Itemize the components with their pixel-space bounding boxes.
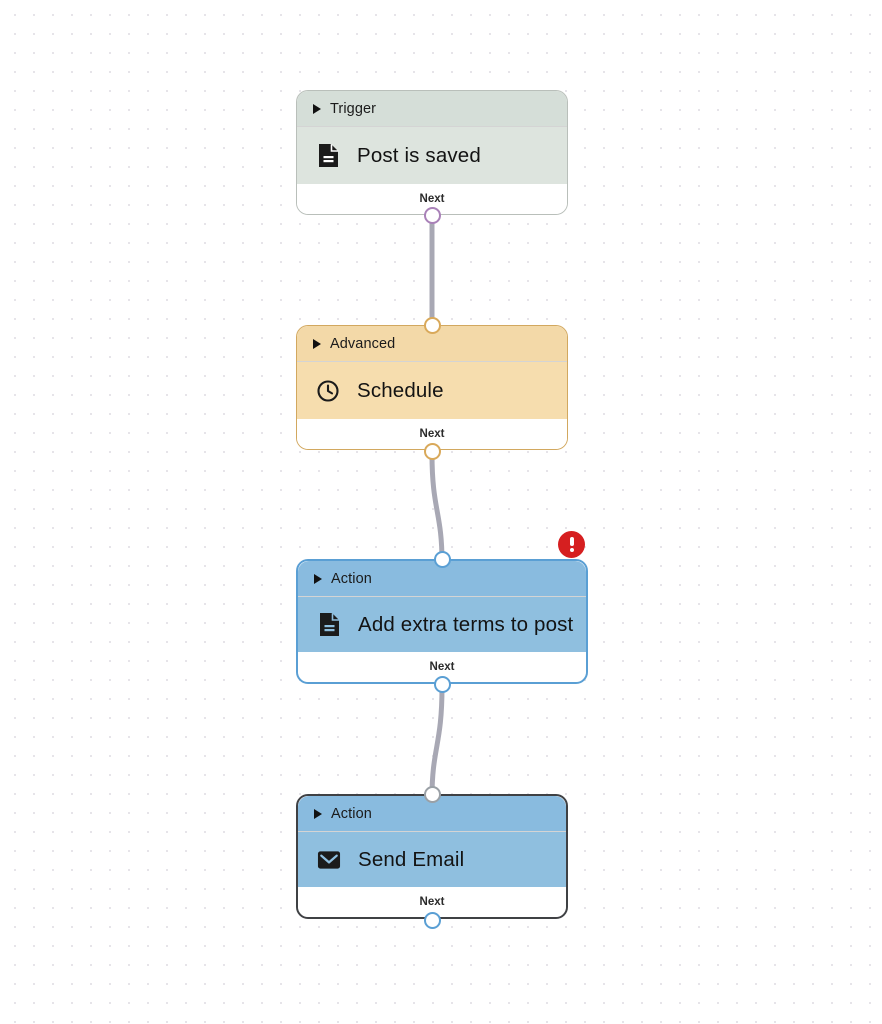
node-title: Post is saved <box>357 143 481 167</box>
envelope-icon <box>317 847 341 873</box>
collapsed-triangle-icon[interactable] <box>314 574 322 584</box>
node-category-label: Trigger <box>330 100 377 117</box>
collapsed-triangle-icon[interactable] <box>313 104 321 114</box>
edge-advanced-to-action1 <box>429 451 445 565</box>
node-divider <box>298 596 586 597</box>
node-body-trigger[interactable]: Post is saved <box>297 127 567 184</box>
document-icon <box>316 143 340 169</box>
workflow-node-action-send-email[interactable]: Action Send Email Next <box>296 794 568 919</box>
node-category-label: Action <box>331 570 372 587</box>
clock-icon <box>316 378 340 404</box>
exclamation-glyph <box>569 536 574 553</box>
port-action2-out[interactable] <box>423 911 441 929</box>
node-inner: Advanced Schedule Next <box>297 326 567 449</box>
workflow-node-trigger[interactable]: Trigger Post is saved Next <box>296 90 568 215</box>
node-divider <box>297 126 567 127</box>
node-divider <box>297 361 567 362</box>
node-body-action[interactable]: Send Email <box>298 832 566 887</box>
port-advanced-out[interactable] <box>423 442 441 460</box>
port-action1-out[interactable] <box>433 675 451 693</box>
port-action1-in[interactable] <box>433 550 451 568</box>
node-body-advanced[interactable]: Schedule <box>297 362 567 419</box>
port-advanced-in[interactable] <box>423 316 441 334</box>
port-trigger-out[interactable] <box>423 206 441 224</box>
error-exclamation-icon[interactable] <box>558 531 585 558</box>
workflow-node-action-add-extra-terms[interactable]: Action Add extra terms to post Next <box>296 559 588 684</box>
node-divider <box>298 831 566 832</box>
node-title: Send Email <box>358 847 465 871</box>
document-icon <box>317 612 341 638</box>
node-inner: Trigger Post is saved Next <box>297 91 567 214</box>
node-category-label: Action <box>331 805 372 822</box>
node-title: Add extra terms to post <box>358 612 574 636</box>
node-category-label: Advanced <box>330 335 396 352</box>
node-inner: Action Send Email Next <box>298 796 566 917</box>
edge-action1-to-action2 <box>429 684 445 800</box>
collapsed-triangle-icon[interactable] <box>313 339 321 349</box>
node-title: Schedule <box>357 378 444 402</box>
node-header-trigger[interactable]: Trigger <box>297 91 567 126</box>
node-inner: Action Add extra terms to post Next <box>298 561 586 682</box>
workflow-node-advanced[interactable]: Advanced Schedule Next <box>296 325 568 450</box>
port-action2-in[interactable] <box>423 785 441 803</box>
collapsed-triangle-icon[interactable] <box>314 809 322 819</box>
node-body-action[interactable]: Add extra terms to post <box>298 597 586 652</box>
